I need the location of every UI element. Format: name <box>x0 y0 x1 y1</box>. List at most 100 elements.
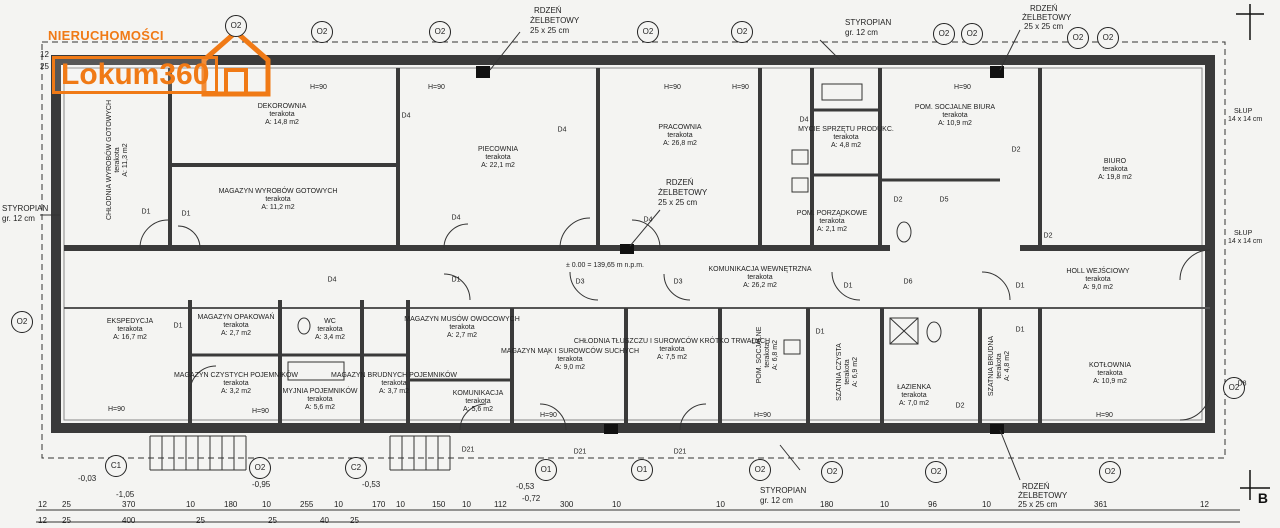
dim-bottom-16: 10 <box>716 500 725 509</box>
axis-bubble-bottom-10: O2 <box>1223 377 1245 399</box>
door-code-d21-a: D21 <box>461 446 475 454</box>
door-code-d1-h: D1 <box>815 328 825 336</box>
dim-bottom-2: 25 <box>62 500 71 509</box>
door-code-d6: D6 <box>903 278 913 286</box>
dim-bottom-19: 96 <box>928 500 937 509</box>
note-rdzen-top-right-3: 25 x 25 cm <box>1024 22 1064 31</box>
door-code-d2-a: D2 <box>893 196 903 204</box>
brand-logo-main: Lokum360 <box>52 56 219 94</box>
dim-bottom-12: 10 <box>462 500 471 509</box>
note-slup-top: SŁUP <box>1234 108 1253 115</box>
dim-bottom-8: 10 <box>334 500 343 509</box>
dim-bottom-15: 10 <box>612 500 621 509</box>
elevation-mark-4: -0,53 <box>362 480 381 489</box>
note-rdzen-top-right: RDZEŃ <box>1030 4 1058 13</box>
axis-bubble-bottom-3: C2 <box>345 457 367 479</box>
note-h90-8: H=90 <box>540 412 557 419</box>
note-slup-top-size: 14 x 14 cm <box>1228 116 1263 123</box>
axis-bubble-bottom-6: O2 <box>749 459 771 481</box>
axis-bubble-top-3: O2 <box>429 21 451 43</box>
note-h90-9: H=90 <box>754 412 771 419</box>
dim-bottom-18: 10 <box>880 500 889 509</box>
axis-bubble-top-4: O2 <box>637 21 659 43</box>
door-code-d4: D4 <box>451 214 461 222</box>
door-code-d3-b: D3 <box>673 278 683 286</box>
axis-bubble-top-1: O2 <box>225 15 247 37</box>
dim-bottom-11: 150 <box>432 500 446 509</box>
dim-bottom-10: 10 <box>396 500 405 509</box>
note-rdzen-top-left-2: ŻELBETOWY <box>530 16 580 25</box>
dim-bottom-6: 10 <box>262 500 271 509</box>
dim-bottom-3: 370 <box>122 500 136 509</box>
axis-bubble-top-2: O2 <box>311 21 333 43</box>
axis-bubble-top-5: O2 <box>731 21 753 43</box>
house-icon <box>201 28 271 97</box>
note-h90-4: H=90 <box>732 84 749 91</box>
axis-bubble-bottom-9: O2 <box>1099 461 1121 483</box>
insulation-outline <box>41 41 1226 459</box>
note-styropian-left-thk: gr. 12 cm <box>2 214 35 223</box>
note-rdzen-bottom-2: ŻELBETOWY <box>1018 491 1068 500</box>
note-rdzen-top-right-2: ŻELBETOWY <box>1022 13 1072 22</box>
door-code-d1-d: D1 <box>843 282 853 290</box>
axis-bubble-bottom-2: O2 <box>249 457 271 479</box>
door-code-d1-b: D1 <box>181 210 191 218</box>
dim-bottom2-6: 40 <box>320 516 329 525</box>
axis-bubble-top-7: O2 <box>961 23 983 45</box>
door-code-d3-a: D3 <box>575 278 585 286</box>
note-rdzen-mid: RDZEŃ <box>666 178 694 187</box>
note-rdzen-top-left: RDZEŃ <box>534 6 562 15</box>
door-code-d1-g: D1 <box>751 338 761 346</box>
note-h90-6: H=90 <box>108 406 125 413</box>
door-code-d4-c: D4 <box>327 276 337 284</box>
dim-bottom-7: 255 <box>300 500 314 509</box>
note-styropian-bottom-thk: gr. 12 cm <box>760 496 793 505</box>
dim-bottom2-3: 400 <box>122 516 136 525</box>
outer-wall-inner-line <box>63 67 1203 421</box>
axis-bubble-bottom-1: C1 <box>105 455 127 477</box>
note-level: ± 0.00 = 139,65 m n.p.m. <box>566 262 644 269</box>
dim-bottom2-4: 25 <box>196 516 205 525</box>
dim-bottom-13: 112 <box>494 500 507 509</box>
dim-bottom2-7: 25 <box>350 516 359 525</box>
door-code-d5: D5 <box>939 196 949 204</box>
note-styropian-left: STYROPIAN <box>2 204 49 213</box>
brand-logo-top: NIERUCHOMOŚCI <box>48 28 164 43</box>
note-h90-3: H=90 <box>664 84 681 91</box>
note-rdzen-top-left-3: 25 x 25 cm <box>530 26 570 35</box>
dim-bottom-20: 10 <box>982 500 991 509</box>
section-mark-b: B <box>1257 490 1268 506</box>
door-code-d1-i: D1 <box>1015 326 1025 334</box>
axis-bubble-top-9: O2 <box>1097 27 1119 49</box>
dim-bottom-14: 300 <box>560 500 574 509</box>
note-styropian-top-thk: gr. 12 cm <box>845 28 878 37</box>
door-code-d21-b: D21 <box>573 448 587 456</box>
axis-bubble-left: O2 <box>11 311 33 333</box>
stairs-left <box>149 435 247 471</box>
dim-bottom-9: 170 <box>372 500 386 509</box>
door-code-d1-f: D1 <box>173 322 183 330</box>
dim-bottom-21: 361 <box>1094 500 1108 509</box>
dim-bottom2-5: 25 <box>268 516 277 525</box>
dim-bottom-17: 180 <box>820 500 834 509</box>
